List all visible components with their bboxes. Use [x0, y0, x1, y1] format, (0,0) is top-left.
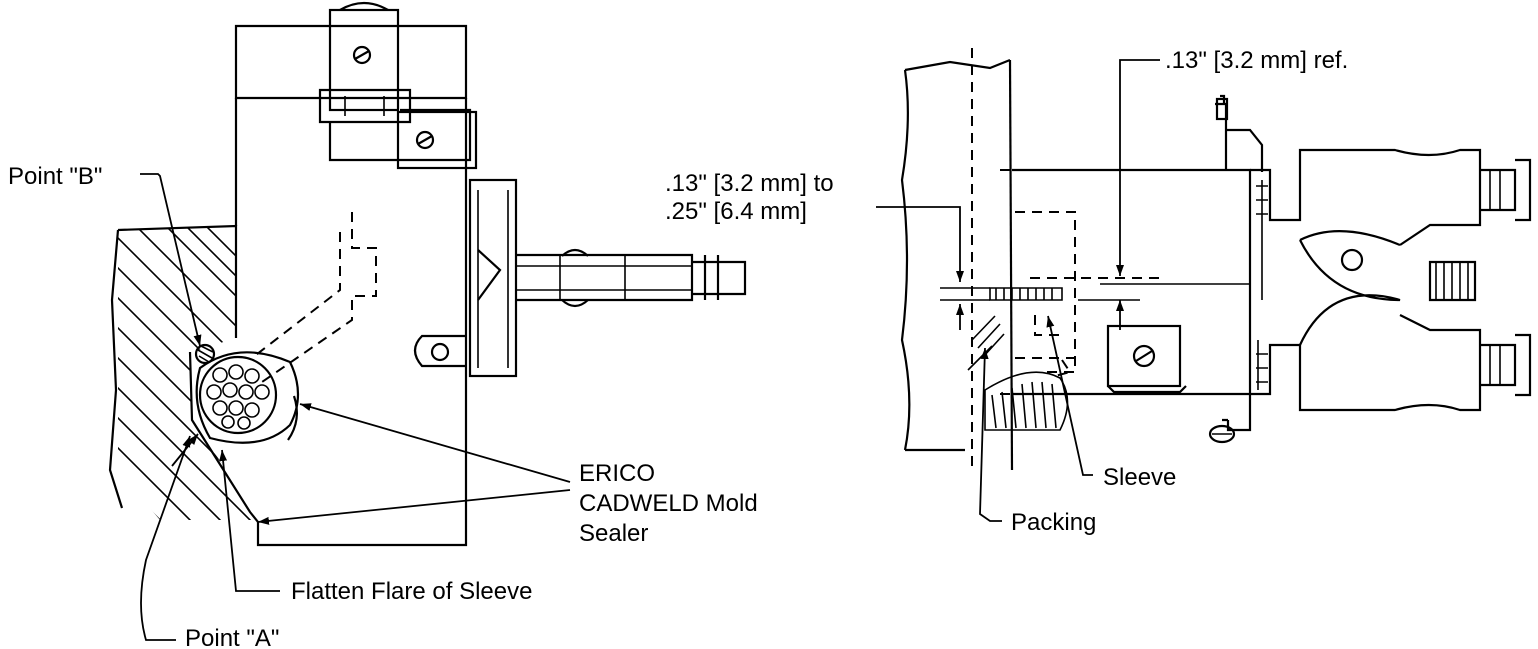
- concrete-wall: [108, 224, 259, 523]
- cable-strands-icon: [206, 364, 270, 430]
- screw-icon: [352, 45, 372, 65]
- sealer-label-line2: CADWELD Mold: [579, 490, 758, 517]
- handle-clamp-icon: [413, 178, 747, 378]
- dimension-range: [876, 206, 990, 330]
- mold-right-body: [989, 168, 1252, 396]
- wall-section: [900, 48, 1069, 471]
- handle-clamp-icon: [1250, 148, 1532, 412]
- packing-label: Packing: [1011, 509, 1096, 536]
- sleeve-label: Sleeve: [1103, 464, 1176, 491]
- dimension-ref: [1078, 59, 1250, 330]
- left-leaders: [140, 173, 571, 641]
- dim-ref-label: .13" [3.2 mm] ref.: [1165, 47, 1348, 74]
- dim-range-label-line2: .25" [6.4 mm]: [665, 198, 807, 225]
- flatten-flare-label: Flatten Flare of Sleeve: [291, 578, 532, 605]
- tap-hole: [251, 212, 377, 383]
- left-view: Point "B" Point "A" Flatten Flare of Sle…: [8, 1, 758, 649]
- sleeve-leader: [1046, 315, 1093, 476]
- dim-range-label-line1: .13" [3.2 mm] to: [665, 170, 834, 197]
- sealer-label-line1: ERICO: [579, 460, 655, 487]
- screw-icon: [415, 130, 435, 150]
- screw-icon: [1106, 324, 1187, 394]
- thumb-screw-icon: [1208, 94, 1264, 444]
- packing-leader: [979, 347, 1002, 522]
- point-b-label: Point "B": [8, 163, 102, 190]
- sleeve-cable: [194, 343, 300, 444]
- packing: [967, 315, 1005, 371]
- point-a-label: Point "A": [185, 625, 279, 649]
- right-view: .13" [3.2 mm] ref. .13" [3.2 mm] to .25"…: [665, 47, 1532, 536]
- mold-body: [234, 1, 478, 547]
- sealer-label-line3: Sealer: [579, 520, 648, 547]
